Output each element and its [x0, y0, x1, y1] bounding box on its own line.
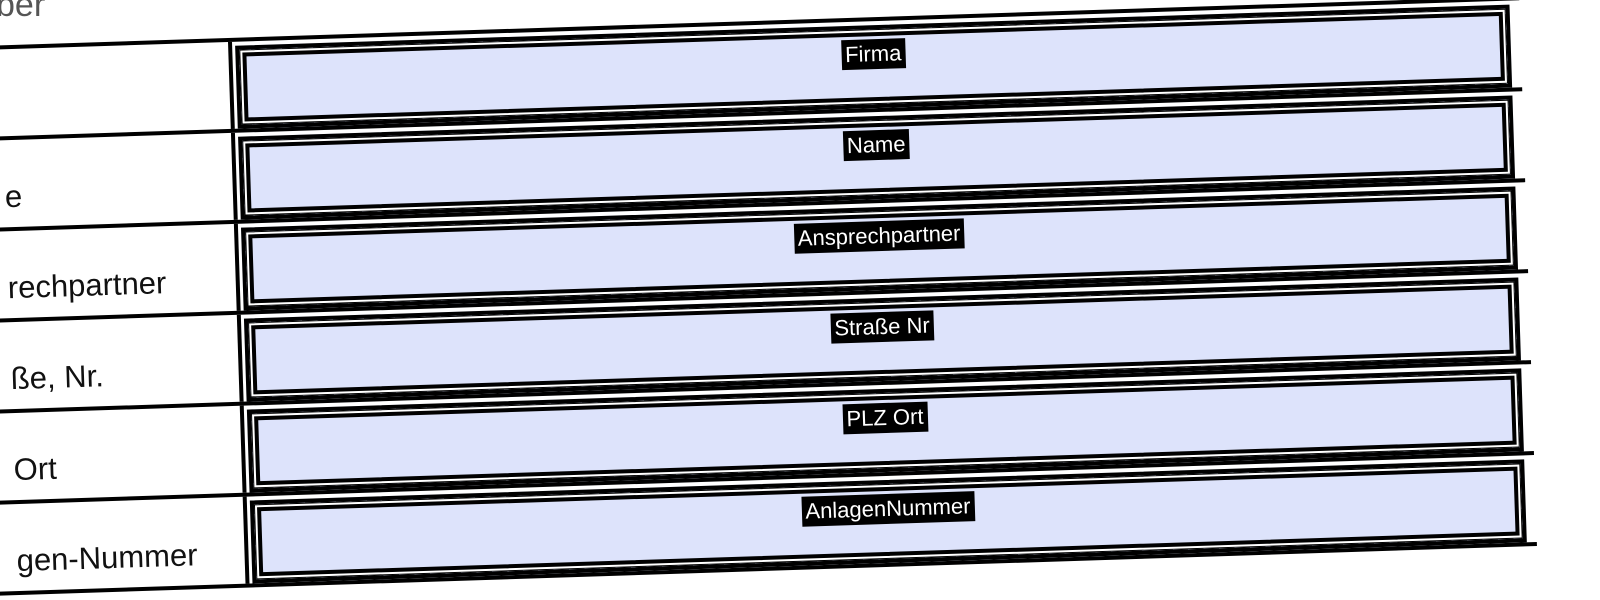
- row-label: Ort: [0, 405, 247, 501]
- row-label-text: Ort: [13, 450, 58, 488]
- field-tag: Straße Nr: [829, 310, 935, 344]
- row-label: [0, 41, 235, 137]
- row-label: ße, Nr.: [0, 314, 244, 410]
- field-tag: AnlagenNummer: [800, 491, 975, 527]
- row-label-text: e: [4, 178, 23, 215]
- row-label-text: rechpartner: [7, 265, 167, 306]
- row-label-text: gen-Nummer: [16, 537, 198, 579]
- field-tag: Ansprechpartner: [793, 218, 965, 254]
- field-tag: PLZ Ort: [842, 401, 928, 435]
- row-label-text: ße, Nr.: [10, 358, 105, 397]
- row-label: rechpartner: [0, 223, 241, 319]
- form-table: Firma e Name rechpartner Ansprechpartner…: [0, 0, 1537, 596]
- field-tag: Firma: [840, 38, 906, 71]
- field-tag: Name: [842, 129, 910, 162]
- row-label: e: [0, 132, 238, 228]
- section-heading: ber: [0, 0, 46, 24]
- row-label: gen-Nummer: [0, 496, 250, 592]
